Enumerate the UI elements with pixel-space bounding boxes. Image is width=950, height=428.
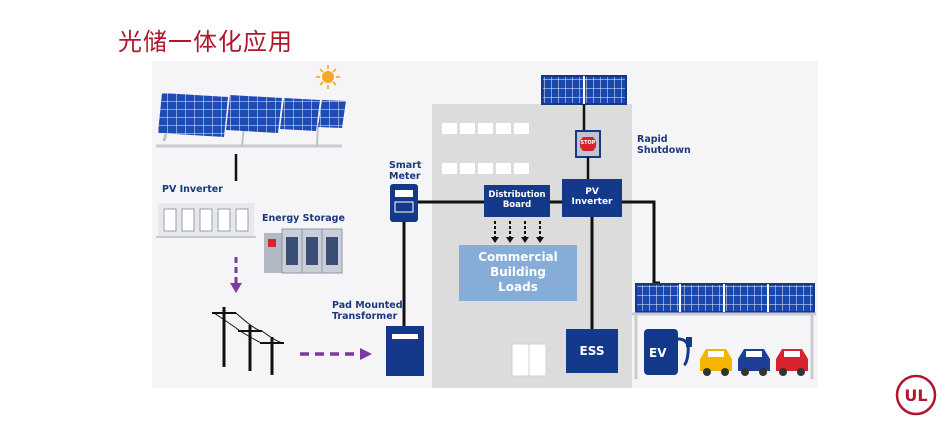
smart-meter [390,184,418,222]
stop-sign-icon [580,137,596,151]
building-pv-inverter [562,179,622,217]
stop-sign-label: STOP [580,140,596,146]
pv-inverter-label: PV Inverter [162,184,223,195]
distribution-board-label: Distribution Board [488,190,546,210]
ul-logo-text: UL [904,386,927,405]
ev-label: EV [649,346,667,360]
car-red-icon [776,349,808,376]
pad-mounted-transformer-label: Pad Mounted Transformer [332,300,403,322]
car-blue-icon [738,349,770,376]
pad-mounted-transformer [386,326,424,376]
ul-logo: UL [895,374,937,416]
sun-icon [316,65,340,89]
building-windows [442,123,529,174]
utility-pole-icon [212,307,285,375]
power-flow-arrow-right [300,348,372,360]
ess-unit [566,329,618,373]
pv-inverter-rack-icon [156,203,256,238]
diagram-canvas [156,65,816,388]
diagram-panel: PV Inverter Energy Storage Smart Meter D… [152,61,818,388]
pv-inverter-building-label: PV Inverter [571,187,613,207]
distribution-board [484,185,550,217]
load-flow-arrows [491,221,544,243]
energy-storage-cabinet-icon [264,228,343,274]
ess-label: ESS [579,344,605,358]
ev-charger-icon [644,329,678,375]
solar-carport [632,283,816,379]
commercial-loads-box [459,245,577,301]
smart-meter-label: Smart Meter [389,160,422,182]
energy-storage-label: Energy Storage [262,213,345,224]
commercial-loads-label: Commercial Building Loads [478,250,558,294]
ground-solar-array-icon [156,93,346,148]
page-title: 光储一体化应用 [118,28,293,56]
car-yellow-icon [700,349,732,376]
rapid-shutdown-label: Rapid Shutdown [637,134,691,156]
power-flow-arrow-down [230,257,242,293]
